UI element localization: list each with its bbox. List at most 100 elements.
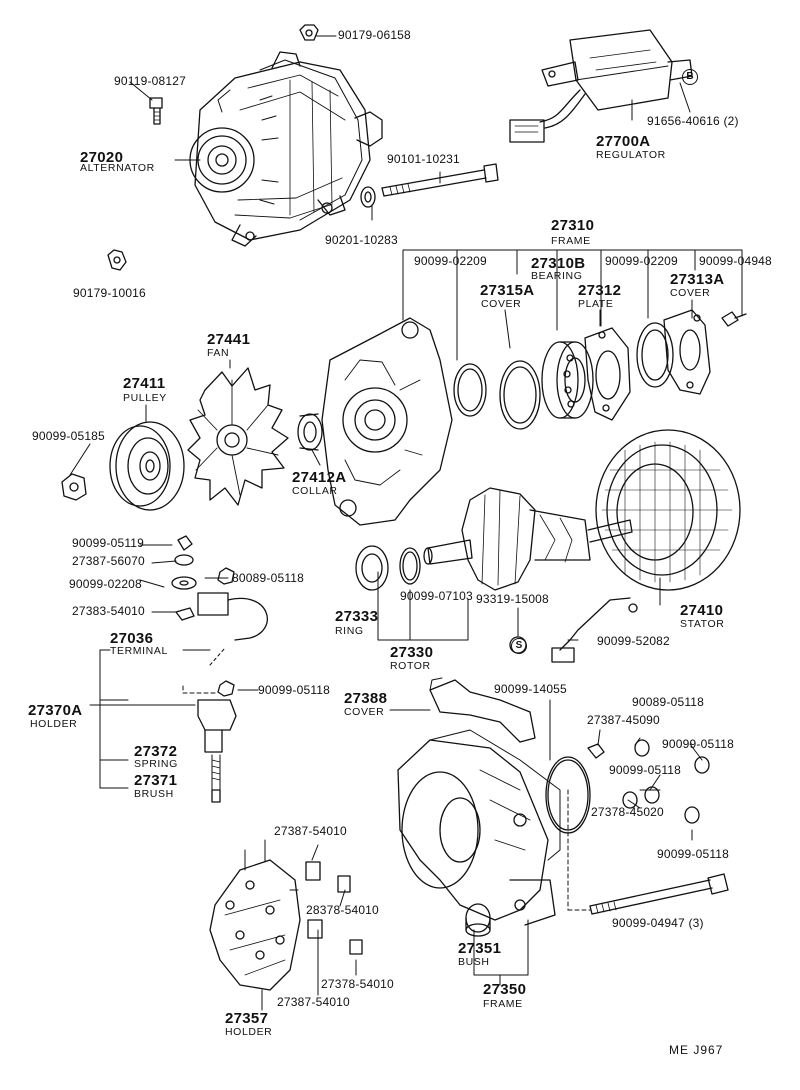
part-name-spring: SPRING — [134, 758, 178, 770]
nut-top-drawing — [299, 24, 319, 41]
rectifier-holder-drawing — [209, 839, 363, 991]
part-number-27333: 27333 — [335, 608, 379, 625]
marker-b: B — [682, 69, 698, 85]
part-number-90099-02208: 90099-02208 — [69, 577, 142, 591]
part-number-90099-05185: 90099-05185 — [32, 429, 105, 443]
part-name-brush: BRUSH — [134, 788, 174, 800]
leader-lines — [69, 35, 743, 1011]
part-number-27351: 27351 — [458, 940, 502, 957]
part-name-fan: FAN — [207, 347, 230, 359]
part-number-27378-45020: 27378-45020 — [591, 805, 664, 819]
part-number-27387-54010-b: 27387-54010 — [277, 995, 350, 1009]
part-name-ring: RING — [335, 625, 364, 637]
front-frame-drawing — [321, 317, 453, 526]
part-number-90099-02209-a: 90099-02209 — [414, 254, 487, 268]
rear-frame-drawing — [397, 729, 561, 926]
part-name-terminal: TERMINAL — [110, 645, 168, 657]
part-number-27378-54010: 27378-54010 — [321, 977, 394, 991]
nut-left-drawing — [107, 249, 127, 271]
part-number-91656-40616: 91656-40616 (2) — [647, 114, 739, 128]
part-number-27387-56070: 27387-56070 — [72, 554, 145, 568]
part-number-27330: 27330 — [390, 644, 434, 661]
part-name-rotor: ROTOR — [390, 660, 431, 672]
part-number-27388: 27388 — [344, 690, 388, 707]
fan-drawing — [187, 367, 289, 506]
part-number-27350: 27350 — [483, 981, 527, 998]
part-number-90099-14055: 90099-14055 — [494, 682, 567, 696]
part-number-27357: 27357 — [225, 1010, 269, 1027]
o-ring-drawing — [545, 756, 591, 834]
long-bolt-drawing — [381, 163, 499, 197]
part-number-90099-02209-b: 90099-02209 — [605, 254, 678, 268]
part-number-90099-04948: 90099-04948 — [699, 254, 772, 268]
part-number-27371: 27371 — [134, 772, 178, 789]
part-number-27315a: 27315A — [480, 282, 535, 299]
part-name-frame-top: FRAME — [551, 235, 591, 247]
part-number-27020: 27020 — [80, 149, 124, 166]
regulator-drawing — [509, 29, 693, 143]
part-number-90201-10283: 90201-10283 — [325, 233, 398, 247]
alternator-assembly-drawing — [189, 51, 383, 247]
rings-rotor-drawing — [355, 545, 421, 591]
part-name-regulator: REGULATOR — [596, 149, 666, 161]
rear-cover-plate-drawing — [663, 309, 711, 395]
part-number-90101-10231: 90101-10231 — [387, 152, 460, 166]
part-number-90099-07103: 90099-07103 — [400, 589, 473, 603]
part-name-holder-a: HOLDER — [30, 718, 78, 730]
part-number-90099-05119: 90099-05119 — [72, 536, 145, 550]
part-name-pulley: PULLEY — [123, 392, 167, 404]
rings-and-bearing-drawing — [453, 341, 594, 430]
screw-right-drawing — [721, 311, 747, 327]
part-number-27313a: 27313A — [670, 271, 725, 288]
part-name-bush: BUSH — [458, 956, 490, 968]
part-number-90099-05118-a: 90099-05118 — [258, 683, 331, 697]
part-name-cover-c: COVER — [344, 706, 385, 718]
marker-s: S — [511, 638, 527, 654]
part-number-28378-54010: 28378-54010 — [306, 903, 379, 917]
part-number-90119-08127: 90119-08127 — [114, 74, 187, 88]
part-number-90099-04947: 90099-04947 (3) — [612, 916, 704, 930]
part-number-27372: 27372 — [134, 743, 178, 760]
footer-code: ME J967 — [669, 1043, 724, 1057]
small-parts-right-drawing — [587, 739, 710, 824]
part-number-27310: 27310 — [551, 217, 595, 234]
part-name-frame-bottom: FRAME — [483, 998, 523, 1010]
part-number-27441: 27441 — [207, 331, 251, 348]
pulley-nut-drawing — [61, 473, 87, 501]
part-number-27370a: 27370A — [28, 702, 83, 719]
part-number-80089-05118: 80089-05118 — [232, 571, 305, 585]
plate-drawing — [584, 327, 631, 421]
part-name-stator: STATOR — [680, 618, 725, 630]
part-number-27312: 27312 — [578, 282, 622, 299]
part-number-90099-05118-b: 90099-05118 — [662, 737, 735, 751]
pulley-drawing — [109, 421, 185, 511]
part-number-27410: 27410 — [680, 602, 724, 619]
part-number-90099-05118-d: 90099-05118 — [657, 847, 730, 861]
part-number-27387-45090: 27387-45090 — [587, 713, 660, 727]
stator-drawing — [595, 429, 741, 591]
part-name-collar: COLLAR — [292, 485, 338, 497]
part-number-27383-54010: 27383-54010 — [72, 604, 145, 618]
part-name-alternator: ALTERNATOR — [80, 162, 155, 174]
collar-drawing — [297, 413, 323, 451]
part-number-90179-06158: 90179-06158 — [338, 28, 411, 42]
part-number-27036: 27036 — [110, 630, 154, 647]
part-name-holder-b: HOLDER — [225, 1026, 273, 1038]
terminal-parts-drawing — [171, 535, 268, 803]
part-number-27411: 27411 — [123, 375, 166, 392]
long-bolt-bottom-drawing — [589, 873, 729, 915]
part-name-plate: PLATE — [578, 298, 614, 310]
washer-drawing — [360, 186, 376, 208]
part-number-90099-52082: 90099-52082 — [597, 634, 670, 648]
part-number-90099-05118-c: 90099-05118 — [609, 763, 682, 777]
part-name-cover-b: COVER — [670, 287, 711, 299]
part-name-cover-a: COVER — [481, 298, 522, 310]
part-number-93319-15008: 93319-15008 — [476, 592, 549, 606]
part-number-90089-05118: 90089-05118 — [632, 695, 705, 709]
part-number-27387-54010-a: 27387-54010 — [274, 824, 347, 838]
part-number-27310b: 27310B — [531, 255, 586, 272]
small-cover-drawing — [636, 322, 674, 388]
part-number-27412a: 27412A — [292, 469, 347, 486]
